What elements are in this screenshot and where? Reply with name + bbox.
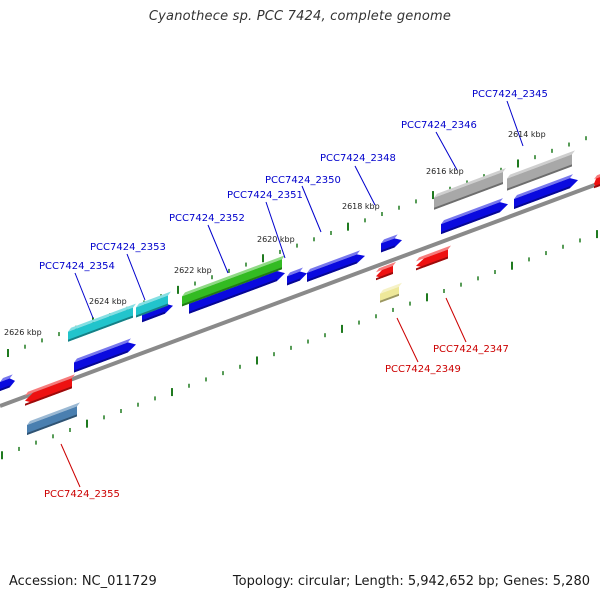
label-leader-line <box>354 165 376 206</box>
kbp-label-2614: 2614 kbp <box>508 130 546 139</box>
gene-label-pcc7424-2353[interactable]: PCC7424_2353 <box>90 242 166 253</box>
gene-label-pcc7424-2347[interactable]: PCC7424_2347 <box>433 344 509 355</box>
gene-label-pcc7424-2352[interactable]: PCC7424_2352 <box>169 213 245 224</box>
kbp-label-2620: 2620 kbp <box>257 235 295 244</box>
gene-label-pcc7424-2349[interactable]: PCC7424_2349 <box>385 364 461 375</box>
label-leader-line <box>396 317 419 363</box>
kbp-label-2616: 2616 kbp <box>426 167 464 176</box>
label-layer: 2626 kbp 2624 kbp 2622 kbp 2620 kbp 2618… <box>4 89 548 500</box>
gene-khaki[interactable] <box>380 282 402 303</box>
label-leader-line <box>435 131 458 171</box>
label-leader-line <box>60 443 81 488</box>
gene-pcc7424-2348[interactable] <box>381 234 402 253</box>
label-leader-line <box>506 100 524 147</box>
gene-pcc7424-2350[interactable] <box>307 250 365 282</box>
genome-backbone <box>0 181 600 408</box>
gene-pcc7424-2349[interactable] <box>376 261 396 281</box>
gene-pcc7424-2345[interactable] <box>514 174 578 209</box>
gene-steelblue[interactable] <box>27 402 80 435</box>
gene-gray-2[interactable] <box>507 150 575 191</box>
label-leader-line <box>126 253 146 301</box>
label-leader-line <box>74 272 94 319</box>
gene-left-edge[interactable] <box>0 374 15 391</box>
gene-label-pcc7424-2350[interactable]: PCC7424_2350 <box>265 175 341 186</box>
gene-label-pcc7424-2355[interactable]: PCC7424_2355 <box>44 489 120 500</box>
gene-label-pcc7424-2345[interactable]: PCC7424_2345 <box>472 89 548 100</box>
label-leader-line <box>207 224 229 274</box>
gene-pcc7424-2351[interactable] <box>287 267 307 286</box>
kbp-label-2622: 2622 kbp <box>174 266 212 275</box>
accession-text: Accession: NC_011729 <box>9 574 157 589</box>
gene-pcc7424-2347[interactable] <box>416 245 451 271</box>
kbp-label-2626: 2626 kbp <box>4 328 42 337</box>
label-leader-line <box>445 297 467 343</box>
kbp-label-2618: 2618 kbp <box>342 202 380 211</box>
gene-right-edge[interactable] <box>594 173 600 189</box>
gene-cyan-2[interactable] <box>136 291 171 318</box>
kbp-label-2624: 2624 kbp <box>89 297 127 306</box>
gene-layer <box>0 150 600 435</box>
gene-pcc7424-2346[interactable] <box>441 198 508 235</box>
gene-label-pcc7424-2346[interactable]: PCC7424_2346 <box>401 120 477 131</box>
gene-cyan-1[interactable] <box>68 303 136 342</box>
gene-label-pcc7424-2348[interactable]: PCC7424_2348 <box>320 153 396 164</box>
label-leader-line <box>265 201 286 259</box>
genome-summary-text: Topology: circular; Length: 5,942,652 bp… <box>232 574 590 589</box>
leader-layer <box>60 100 524 488</box>
gene-pcc7424-2355[interactable] <box>25 374 75 406</box>
gene-label-pcc7424-2351[interactable]: PCC7424_2351 <box>227 190 303 201</box>
gene-green[interactable] <box>182 255 285 307</box>
map-title: Cyanothece sp. PCC 7424, complete genome <box>148 9 452 24</box>
gene-gray-1[interactable] <box>434 168 506 210</box>
gene-pcc7424-2354[interactable] <box>74 338 136 373</box>
label-leader-line <box>301 185 322 233</box>
gene-label-pcc7424-2354[interactable]: PCC7424_2354 <box>39 261 115 272</box>
